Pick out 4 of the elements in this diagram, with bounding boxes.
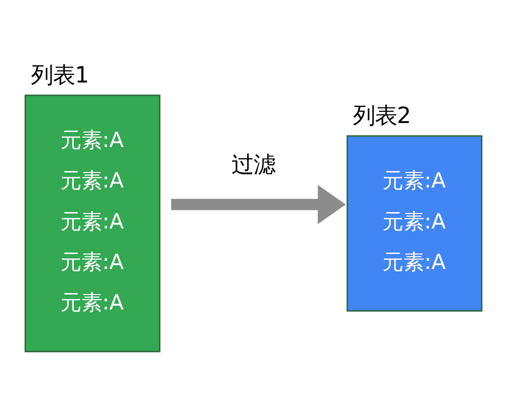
edge-label: 过滤 [232, 152, 276, 178]
node-label: 列表1 [30, 62, 90, 88]
node-label: 列表2 [352, 103, 412, 130]
arrow [171, 184, 346, 224]
